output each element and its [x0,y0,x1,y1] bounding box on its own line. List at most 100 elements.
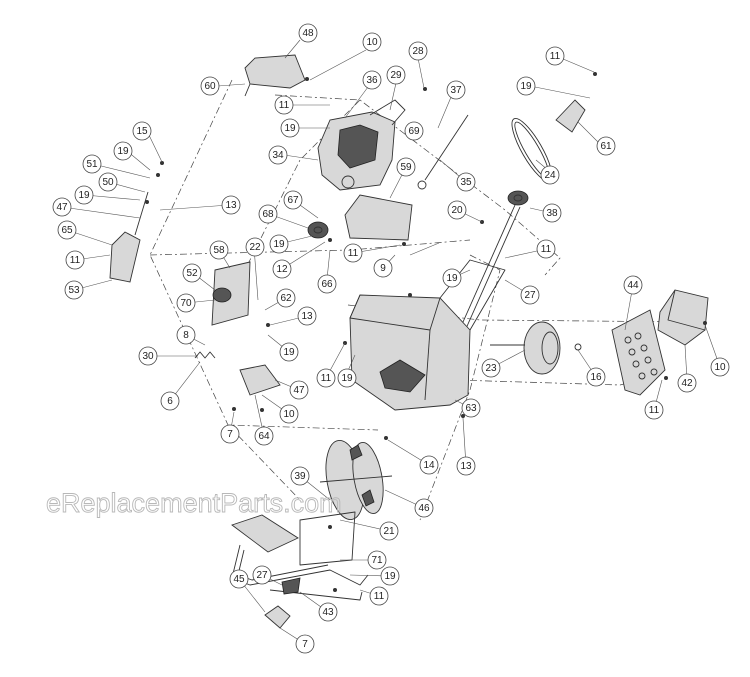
callout-36: 36 [362,70,382,90]
callout-62: 62 [276,288,296,308]
callout-label: 23 [485,363,497,374]
callout-66: 66 [317,274,337,294]
callout-label: 36 [366,75,378,86]
callout-13: 13 [221,195,241,215]
callout-label: 28 [412,46,424,57]
drive-pulley [507,190,529,206]
small-cap [264,605,291,629]
callout-19: 19 [269,234,289,254]
mount-plate [344,194,413,241]
callout-label: 11 [649,405,660,416]
callout-37: 37 [446,80,466,100]
engine-pulley [307,221,329,239]
callout-19: 19 [380,566,400,586]
callout-9: 9 [373,258,393,278]
callout-label: 24 [544,170,556,181]
callout-7: 7 [295,634,315,654]
callout-24: 24 [540,165,560,185]
drive-shaft [454,204,521,343]
callout-label: 19 [520,81,532,92]
callout-label: 10 [714,362,726,373]
callout-label: 22 [249,242,261,253]
callout-69: 69 [404,121,424,141]
callout-label: 68 [262,209,274,220]
callout-70: 70 [176,293,196,313]
handle-frame [231,511,369,601]
callout-label: 11 [70,255,81,266]
callout-label: 11 [374,591,385,602]
callout-61: 61 [596,136,616,156]
wheel [490,321,582,375]
lever-bracket [239,364,281,396]
callout-label: 53 [68,285,80,296]
callout-label: 19 [341,373,353,384]
callout-label: 13 [225,200,237,211]
callout-label: 13 [460,461,472,472]
callout-label: 37 [450,85,462,96]
callout-27: 27 [252,565,272,585]
callout-47: 47 [52,197,72,217]
callout-30: 30 [138,346,158,366]
wheel-hub [281,577,301,595]
callout-label: 10 [366,37,378,48]
engine [317,99,406,191]
callout-11: 11 [644,400,664,420]
callout-43: 43 [318,602,338,622]
callout-19: 19 [279,342,299,362]
callout-10: 10 [279,404,299,424]
callout-29: 29 [386,65,406,85]
callout-label: 29 [390,70,402,81]
callout-19: 19 [113,141,133,161]
callout-label: 11 [541,244,552,255]
discharge-screen [611,309,666,396]
callout-label: 70 [180,298,192,309]
callout-label: 19 [283,347,295,358]
callout-label: 47 [293,385,305,396]
callout-label: 51 [86,159,98,170]
callout-8: 8 [176,325,196,345]
callout-label: 27 [256,570,268,581]
callout-44: 44 [623,275,643,295]
belt-guard [555,99,586,133]
callout-68: 68 [258,204,278,224]
callout-12: 12 [272,259,292,279]
callout-38: 38 [542,203,562,223]
callout-19: 19 [442,268,462,288]
callout-label: 44 [627,280,639,291]
callout-19: 19 [74,185,94,205]
callout-11: 11 [545,46,565,66]
callout-10: 10 [362,32,382,52]
callout-label: 59 [400,162,412,173]
callout-19: 19 [337,368,357,388]
callout-label: 11 [550,51,561,62]
callout-51: 51 [82,154,102,174]
callout-label: 7 [302,639,308,650]
callout-21: 21 [379,521,399,541]
callout-label: 20 [451,205,463,216]
callout-19: 19 [516,76,536,96]
callout-45: 45 [229,569,249,589]
callout-label: 48 [302,28,314,39]
callout-label: 42 [681,378,693,389]
callout-58: 58 [209,240,229,260]
spring [194,351,216,359]
callout-label: 7 [227,429,233,440]
callout-39: 39 [290,466,310,486]
callout-11: 11 [343,243,363,263]
callout-label: 64 [258,431,270,442]
callout-19: 19 [280,118,300,138]
callout-label: 19 [284,123,296,134]
callout-59: 59 [396,157,416,177]
callout-53: 53 [64,280,84,300]
callout-label: 50 [102,177,114,188]
callout-67: 67 [283,190,303,210]
callout-63: 63 [461,398,481,418]
callout-13: 13 [297,306,317,326]
callout-label: 65 [61,225,73,236]
chipper-housing [349,259,506,411]
callout-71: 71 [367,550,387,570]
callout-label: 35 [460,177,472,188]
callout-60: 60 [200,76,220,96]
callout-35: 35 [456,172,476,192]
